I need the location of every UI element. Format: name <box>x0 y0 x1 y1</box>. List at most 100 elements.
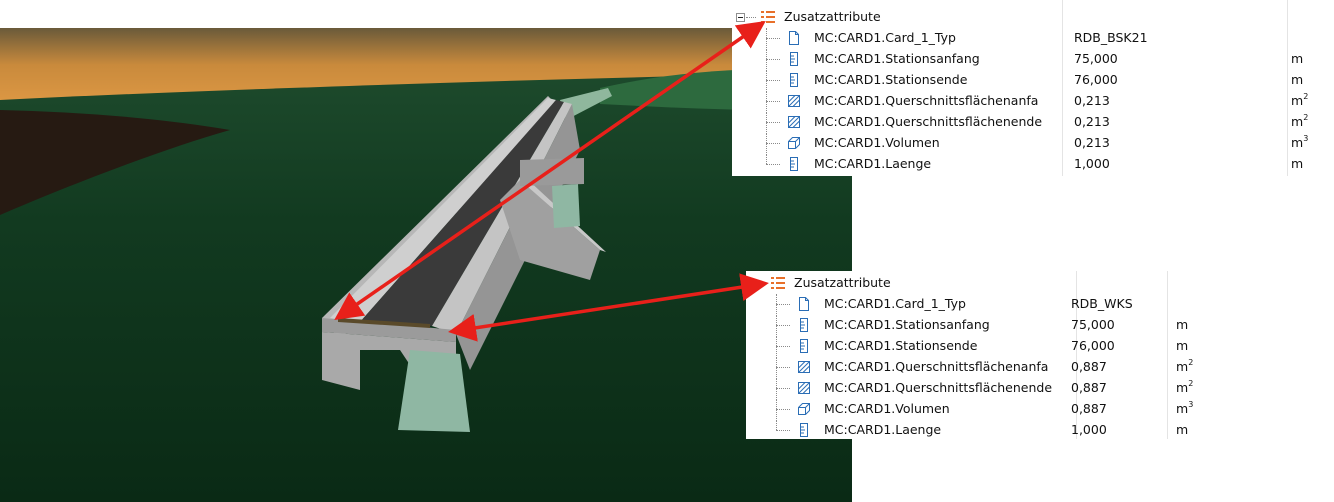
attribute-row[interactable]: MC:CARD1.Volumen 0,887 m3 <box>746 399 1193 419</box>
ruler-icon <box>786 51 802 67</box>
unit-exponent: 3 <box>1303 134 1309 143</box>
attribute-unit: m <box>1291 49 1303 69</box>
attribute-unit: m2 <box>1291 91 1308 111</box>
attribute-name: MC:CARD1.Laenge <box>814 156 932 171</box>
attribute-name: MC:CARD1.Stationsanfang <box>824 317 990 332</box>
attribute-unit: m2 <box>1176 357 1193 377</box>
area-hatch-icon <box>786 93 802 109</box>
unit-symbol: m <box>1176 380 1189 395</box>
attribute-name: MC:CARD1.Laenge <box>824 422 942 437</box>
area-hatch-icon <box>796 380 812 396</box>
tree-connector <box>770 315 790 335</box>
attribute-value: 1,000 <box>1071 422 1107 437</box>
tree-connector <box>770 357 790 377</box>
attribute-row[interactable]: MC:CARD1.Laenge 1,000 m <box>732 154 1332 174</box>
attribute-value: RDB_WKS <box>1071 296 1133 311</box>
attribute-name: MC:CARD1.Querschnittsflächenanfa <box>824 359 1049 374</box>
tree-connector <box>760 49 780 69</box>
attribute-value: RDB_BSK21 <box>1074 30 1148 45</box>
tree-connector <box>760 112 780 132</box>
tree-connector <box>770 420 790 440</box>
collapse-toggle[interactable] <box>736 13 745 22</box>
attribute-row[interactable]: MC:CARD1.Stationsende 76,000 m <box>732 70 1332 90</box>
ruler-icon <box>796 317 812 333</box>
unit-symbol: m <box>1291 51 1304 66</box>
unit-symbol: m <box>1176 359 1189 374</box>
attribute-name: MC:CARD1.Stationsende <box>824 338 978 353</box>
tree-connector <box>760 28 780 48</box>
attribute-value: 0,887 <box>1071 380 1107 395</box>
column-separator <box>1062 0 1063 176</box>
ruler-icon <box>796 338 812 354</box>
attribute-value: 0,887 <box>1071 401 1107 416</box>
attribute-row[interactable]: MC:CARD1.Laenge 1,000 m <box>746 420 1188 440</box>
ruler-icon <box>786 72 802 88</box>
attribute-value: 1,000 <box>1074 156 1110 171</box>
tree-header-row[interactable]: Zusatzattribute <box>746 273 1166 293</box>
attribute-row[interactable]: MC:CARD1.Querschnittsflächenende 0,213 m2 <box>732 112 1332 132</box>
tree-connector <box>770 336 790 356</box>
attribute-name: MC:CARD1.Volumen <box>824 401 950 416</box>
cross-beam <box>520 158 584 186</box>
tree-connector <box>760 70 780 90</box>
column-separator <box>1076 271 1077 439</box>
unit-exponent: 2 <box>1303 92 1309 101</box>
unit-symbol: m <box>1176 401 1189 416</box>
attribute-row[interactable]: MC:CARD1.Stationsende 76,000 m <box>746 336 1188 356</box>
tree-header-label: Zusatzattribute <box>794 275 891 290</box>
attribute-unit: m <box>1176 315 1188 335</box>
area-hatch-icon <box>786 114 802 130</box>
column-separator <box>1167 271 1168 439</box>
tree-header-row[interactable]: Zusatzattribute <box>732 7 1292 27</box>
attribute-unit: m3 <box>1176 399 1193 419</box>
attribute-value: 0,887 <box>1071 359 1107 374</box>
attribute-row[interactable]: MC:CARD1.Stationsanfang 75,000 m <box>746 315 1188 335</box>
list-icon <box>770 275 786 291</box>
attribute-value: 76,000 <box>1071 338 1115 353</box>
unit-exponent: 2 <box>1188 358 1194 367</box>
deck-pavement-layer <box>338 318 430 328</box>
list-icon <box>760 9 776 25</box>
cube-icon <box>796 401 812 417</box>
document-icon <box>786 30 802 46</box>
unit-symbol: m <box>1176 317 1189 332</box>
unit-exponent: 2 <box>1303 113 1309 122</box>
ruler-icon <box>786 156 802 172</box>
column-separator <box>1287 0 1288 176</box>
tree-connector <box>770 378 790 398</box>
bridge-pier <box>398 350 470 432</box>
attribute-value: 75,000 <box>1071 317 1115 332</box>
attribute-row[interactable]: MC:CARD1.Card_1_Typ RDB_WKS <box>746 294 1166 314</box>
attribute-name: MC:CARD1.Card_1_Typ <box>824 296 966 311</box>
distant-pier <box>552 184 580 228</box>
attribute-value: 0,213 <box>1074 135 1110 150</box>
attribute-name: MC:CARD1.Stationsende <box>814 72 968 87</box>
ruler-icon <box>796 422 812 438</box>
attribute-value: 76,000 <box>1074 72 1118 87</box>
attribute-value: 0,213 <box>1074 93 1110 108</box>
area-hatch-icon <box>796 359 812 375</box>
deck-front-face <box>322 318 456 342</box>
attribute-row[interactable]: MC:CARD1.Querschnittsflächenanfa 0,887 m2 <box>746 357 1193 377</box>
attribute-unit: m <box>1291 70 1303 90</box>
attribute-value: 0,213 <box>1074 114 1110 129</box>
tree-connector <box>770 399 790 419</box>
attribute-unit: m2 <box>1176 378 1193 398</box>
bridge-3d-scene <box>0 28 852 502</box>
unit-symbol: m <box>1291 93 1304 108</box>
attribute-unit: m2 <box>1291 112 1308 132</box>
unit-symbol: m <box>1291 156 1304 171</box>
unit-exponent: 3 <box>1188 400 1194 409</box>
attribute-unit: m <box>1176 420 1188 440</box>
unit-symbol: m <box>1176 338 1189 353</box>
3d-viewport[interactable] <box>0 0 852 502</box>
attribute-unit: m <box>1176 336 1188 356</box>
attribute-name: MC:CARD1.Volumen <box>814 135 940 150</box>
attribute-name: MC:CARD1.Querschnittsflächenende <box>814 114 1043 129</box>
